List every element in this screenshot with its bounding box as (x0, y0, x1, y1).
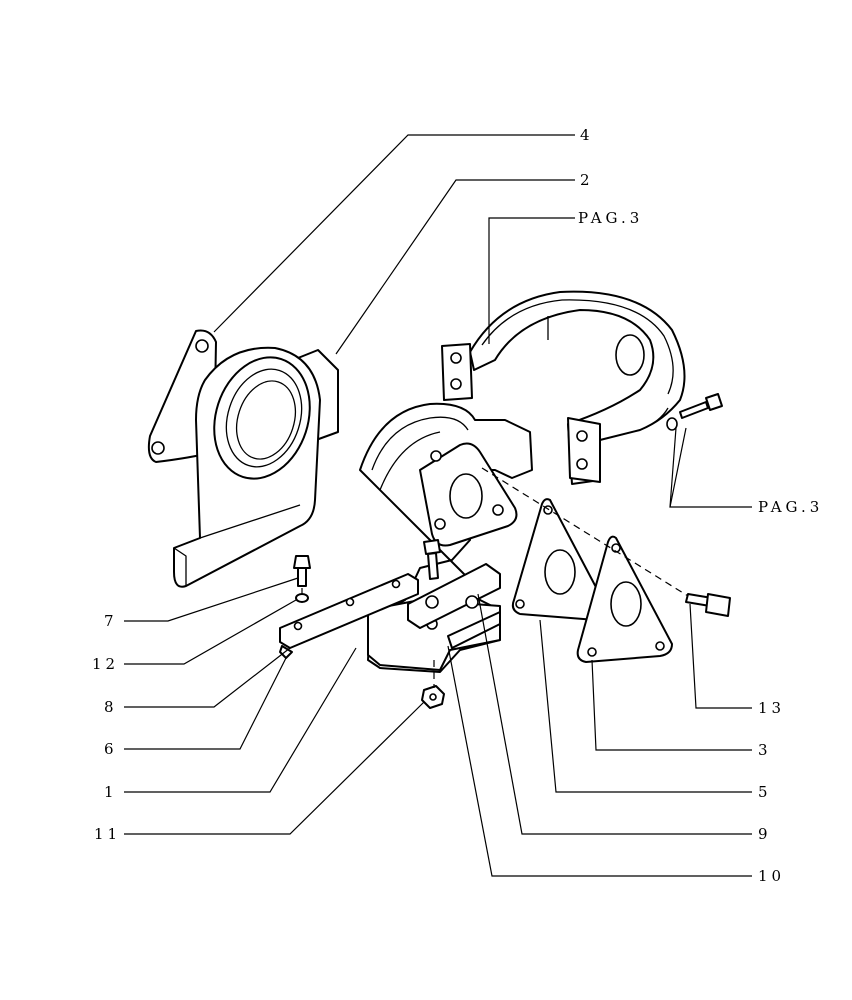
small-hardware (293, 539, 445, 709)
callout-4: 4 (580, 126, 594, 144)
clamp-plate (407, 563, 501, 649)
main-support (359, 402, 533, 673)
assembly-line-bolt (481, 467, 689, 597)
callout-pag-right: PAG.3 (758, 498, 823, 516)
callout-2: 2 (580, 171, 594, 189)
triangle-plates (511, 498, 731, 663)
u-bracket (441, 290, 723, 485)
callout-9: 9 (758, 825, 772, 843)
callout-pag-top: PAG.3 (578, 209, 643, 227)
plate-set (279, 573, 419, 659)
callout-8: 8 (104, 698, 118, 716)
callout-10: 10 (758, 867, 785, 885)
bearing-housing (147, 329, 339, 588)
leader-lines (124, 134, 752, 877)
callout-3: 3 (758, 741, 772, 759)
callout-5: 5 (758, 783, 772, 801)
callout-12: 12 (92, 655, 119, 673)
callout-6: 6 (104, 740, 118, 758)
callout-7: 7 (104, 612, 118, 630)
callout-11: 11 (94, 825, 121, 843)
callout-1: 1 (104, 783, 118, 801)
callout-13: 13 (758, 699, 785, 717)
